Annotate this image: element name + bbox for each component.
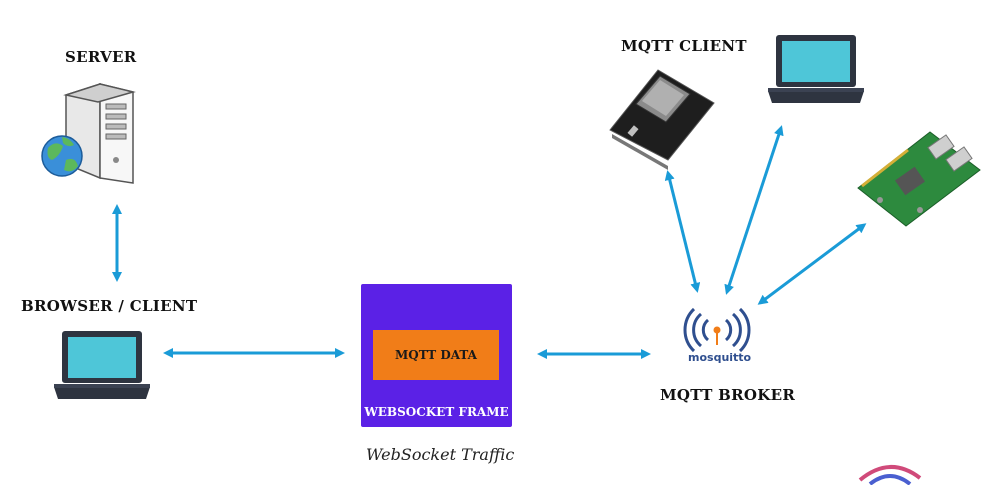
esp-board-icon: [609, 69, 715, 170]
websocket-frame: MQTT DATA WEBSOCKET FRAME: [361, 284, 512, 427]
websocket-traffic-caption: WebSocket Traffic: [366, 445, 515, 464]
arrow-broker-laptop: [724, 125, 784, 295]
websocket-frame-title: WEBSOCKET FRAME: [364, 405, 509, 419]
mqtt-broker-label: MQTT BROKER: [660, 386, 796, 404]
raspberry-pi-icon: [857, 131, 981, 227]
decorative-logo-icon: [858, 465, 922, 485]
server-label: SERVER: [65, 48, 137, 66]
mqtt-client-label: MQTT CLIENT: [621, 37, 747, 55]
connector-arrows: [112, 125, 867, 359]
globe-icon: [41, 135, 83, 177]
laptop-icon: [768, 35, 864, 103]
arrow-broker-pi: [757, 223, 867, 305]
mqtt-data-label: MQTT DATA: [395, 348, 477, 362]
browser-client-label: BROWSER / CLIENT: [21, 297, 198, 315]
laptop-icon: [54, 331, 150, 399]
arrow-broker-esp: [664, 170, 701, 293]
mqtt-data-block: MQTT DATA: [373, 330, 499, 380]
mosquitto-logo-text: mosquitto: [688, 351, 752, 364]
mosquitto-logo-icon: [683, 307, 751, 353]
